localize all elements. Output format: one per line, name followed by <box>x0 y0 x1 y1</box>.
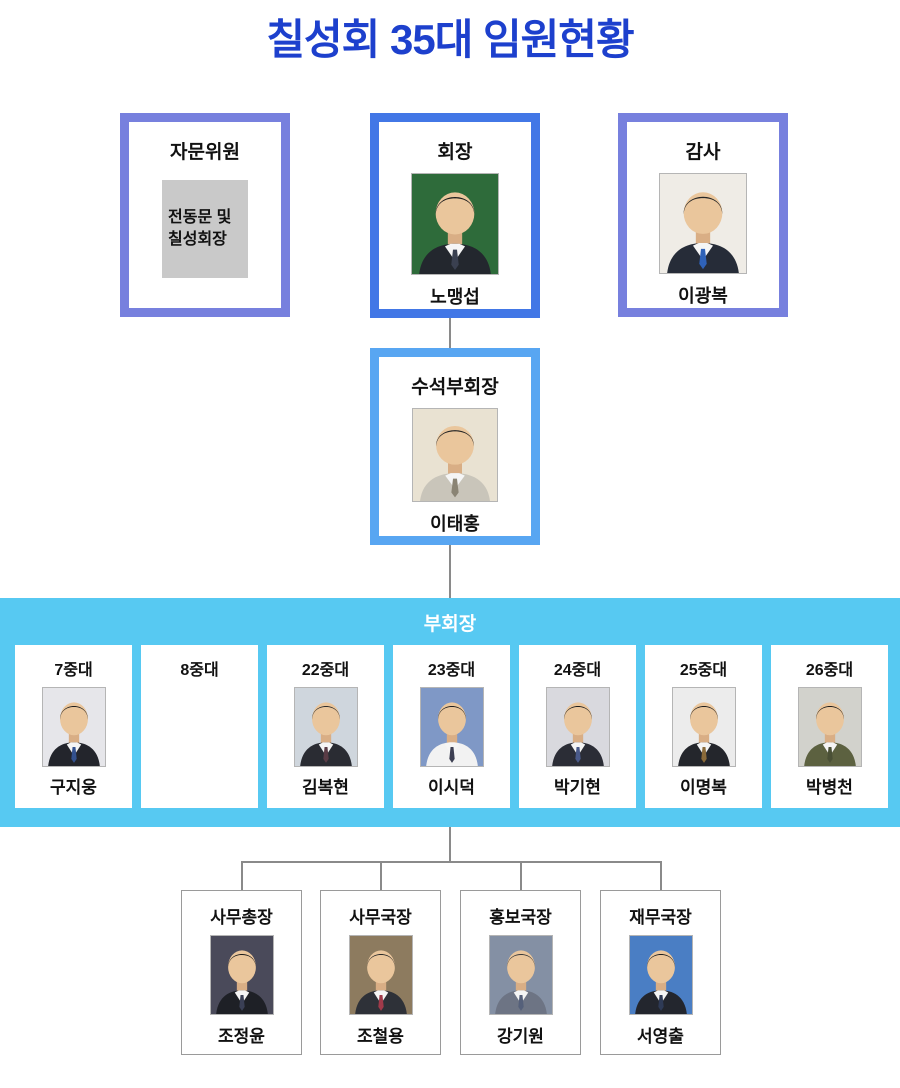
unit-card-25: 25중대 이명복 <box>645 645 762 808</box>
advisor-note-line: 칠성회장 <box>168 231 227 248</box>
member-name: 이명복 <box>680 778 727 797</box>
secretary-general-box: 사무총장 조정윤 <box>181 890 302 1055</box>
person-icon <box>47 702 100 766</box>
member-photo <box>412 408 498 502</box>
member-photo <box>209 935 274 1015</box>
person-icon <box>634 950 687 1014</box>
unit-card-23: 23중대 이시덕 <box>393 645 510 808</box>
advisor-box: 자문위원 전동문 및 칠성회장 <box>120 113 290 317</box>
connector-line <box>380 861 382 890</box>
unit-card-row: 7중대 구지웅 8중대 22중대 김복현 <box>15 645 888 808</box>
member-name: 이시덕 <box>428 778 475 797</box>
unit-title: 7중대 <box>54 662 93 679</box>
member-name: 서영출 <box>637 1027 684 1046</box>
member-photo <box>348 935 413 1015</box>
senior-vice-title: 수석부회장 <box>411 377 499 398</box>
auditor-name: 이광복 <box>678 286 728 306</box>
connector-line <box>241 861 243 890</box>
member-name: 조정윤 <box>218 1027 265 1046</box>
connector-line <box>449 545 451 598</box>
person-icon <box>494 950 547 1014</box>
member-name: 박병천 <box>806 778 853 797</box>
member-photo <box>293 687 358 767</box>
member-photo <box>41 687 106 767</box>
position-title: 사무총장 <box>210 908 273 927</box>
member-photo <box>411 173 499 275</box>
member-photo <box>545 687 610 767</box>
unit-title: 23중대 <box>427 662 476 679</box>
member-photo <box>419 687 484 767</box>
pr-director-box: 홍보국장 강기원 <box>460 890 581 1055</box>
person-icon <box>667 192 739 273</box>
advisor-title: 자문위원 <box>170 142 240 163</box>
connector-line <box>660 861 662 890</box>
unit-title: 26중대 <box>805 662 854 679</box>
member-photo <box>671 687 736 767</box>
auditor-title: 감사 <box>685 142 721 163</box>
page-title: 칠성회 35대 임원현황 <box>266 16 634 63</box>
unit-card-24: 24중대 박기현 <box>519 645 636 808</box>
person-icon <box>420 425 490 501</box>
unit-title: 25중대 <box>679 662 728 679</box>
person-icon <box>215 950 268 1014</box>
member-name: 조철용 <box>357 1027 404 1046</box>
person-icon <box>354 950 407 1014</box>
member-photo <box>659 173 747 274</box>
connector-line <box>520 861 522 890</box>
advisor-note: 전동문 및 칠성회장 <box>162 180 248 278</box>
connector-line <box>241 861 661 863</box>
chairman-box: 회장 노맹섭 <box>370 113 540 318</box>
position-title: 홍보국장 <box>489 908 552 927</box>
person-icon <box>677 702 730 766</box>
unit-card-26: 26중대 박병천 <box>771 645 888 808</box>
member-name: 박기현 <box>554 778 601 797</box>
vice-chair-band: 부회장 7중대 구지웅 8중대 22중대 <box>0 598 900 827</box>
person-icon <box>299 702 352 766</box>
office-director-box: 사무국장 조철용 <box>320 890 441 1055</box>
member-name: 강기원 <box>497 1027 544 1046</box>
person-icon <box>419 192 491 274</box>
position-title: 사무국장 <box>349 908 412 927</box>
auditor-box: 감사 이광복 <box>618 113 788 317</box>
person-icon <box>425 702 478 766</box>
unit-card-8: 8중대 <box>141 645 258 808</box>
member-photo <box>628 935 693 1015</box>
member-name: 김복현 <box>302 778 349 797</box>
unit-card-7: 7중대 구지웅 <box>15 645 132 808</box>
finance-director-box: 재무국장 서영출 <box>600 890 721 1055</box>
person-icon <box>803 702 856 766</box>
unit-title: 8중대 <box>180 662 219 679</box>
advisor-note-line: 전동문 및 <box>168 208 232 226</box>
chairman-title: 회장 <box>437 142 473 163</box>
member-photo <box>488 935 553 1015</box>
member-photo <box>797 687 862 767</box>
senior-vice-name: 이태홍 <box>430 514 480 534</box>
position-title: 재무국장 <box>629 908 692 927</box>
connector-line <box>449 318 451 348</box>
unit-card-22: 22중대 김복현 <box>267 645 384 808</box>
person-icon <box>551 702 604 766</box>
band-title: 부회장 <box>423 614 477 635</box>
unit-title: 22중대 <box>301 662 350 679</box>
unit-title: 24중대 <box>553 662 602 679</box>
connector-line <box>449 827 451 862</box>
member-name: 구지웅 <box>50 778 97 797</box>
chairman-name: 노맹섭 <box>430 287 480 307</box>
senior-vice-box: 수석부회장 이태홍 <box>370 348 540 545</box>
